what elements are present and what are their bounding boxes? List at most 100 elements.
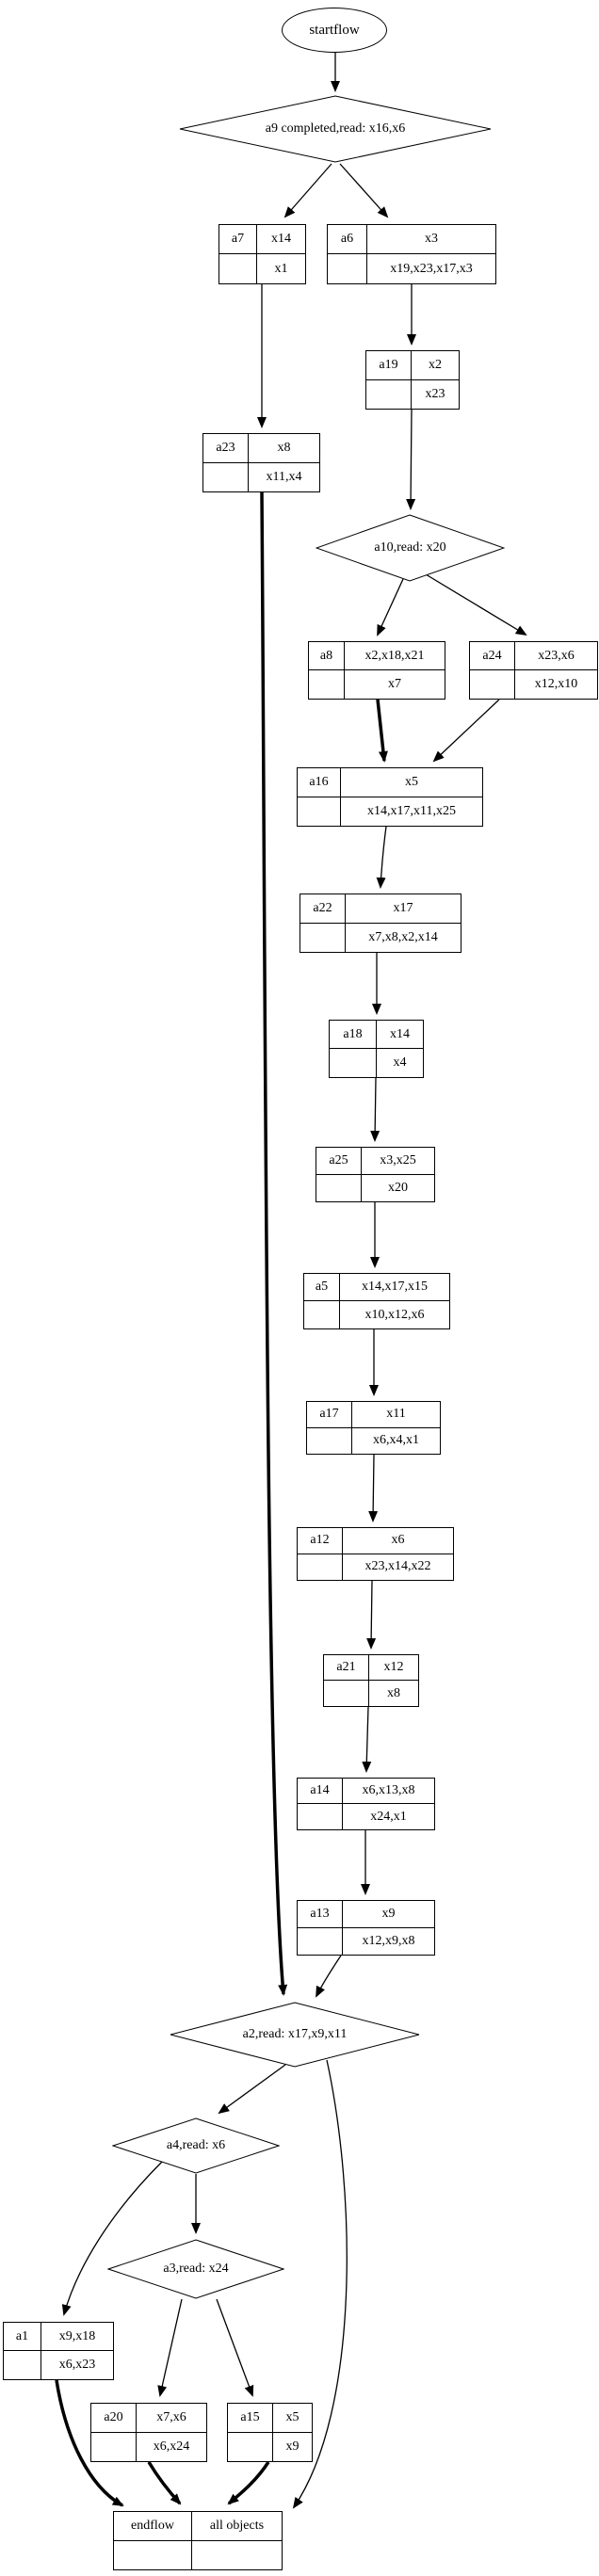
node-a20: a20 x7,x6 x6,x24 <box>90 2403 207 2462</box>
node-a12: a12 x6 x23,x14,x22 <box>297 1527 454 1581</box>
edge-a9-a7 <box>283 163 332 218</box>
node-a17: a17 x11 x6,x4,x1 <box>306 1401 441 1455</box>
node-a6-write-set: x19,x23,x17,x3 <box>390 261 473 276</box>
node-a13: a13 x9 x12,x9,x8 <box>297 1900 435 1956</box>
node-a23-write-set: x11,x4 <box>266 469 302 484</box>
node-a6-name: a6 <box>328 225 367 254</box>
node-a22: a22 x17 x7,x8,x2,x14 <box>300 894 461 953</box>
node-a22-read-set: x17 <box>346 894 461 924</box>
edge-a3-a15 <box>216 2298 254 2397</box>
diamond-shape <box>179 95 492 163</box>
node-a19-name: a19 <box>366 351 412 380</box>
node-a20-blank-cell <box>91 2432 137 2461</box>
node-a24-blank-cell <box>470 670 515 699</box>
edge-a10-a8 <box>377 578 404 636</box>
edge-a3-a20 <box>157 2298 183 2397</box>
node-a7-name: a7 <box>219 225 257 254</box>
node-a12-write-set: x23,x14,x22 <box>364 1559 431 1574</box>
node-a21: a21 x12 x8 <box>323 1654 419 1707</box>
node-a12-read-set: x6 <box>343 1528 453 1554</box>
node-a23-name: a23 <box>203 434 249 463</box>
edge-a17-a12 <box>368 1454 379 1522</box>
diamond-shape <box>107 2239 284 2299</box>
node-a18-name: a18 <box>330 1021 377 1049</box>
node-a20-read-set: x7,x6 <box>137 2404 206 2433</box>
edge-a2-a4 <box>218 2064 286 2115</box>
node-endflow-blank-cell <box>114 2540 192 2569</box>
edge-a8-a16 <box>376 699 388 763</box>
node-a25-read-set: x3,x25 <box>362 1148 434 1175</box>
node-a24-name: a24 <box>470 642 515 670</box>
edge-a16-a22 <box>376 826 387 889</box>
node-a2-label: a2,read: x17,x9,x11 <box>242 2027 348 2041</box>
edge-a12-a21 <box>366 1580 377 1650</box>
node-a13-name: a13 <box>298 1901 343 1928</box>
node-startflow: startflow <box>282 8 387 53</box>
edge-a4-a1 <box>61 2161 163 2316</box>
node-a16-write-set: x14,x17,x11,x25 <box>367 803 456 818</box>
node-a1-name: a1 <box>4 2323 41 2351</box>
node-a22-write-set: x7,x8,x2,x14 <box>368 929 438 944</box>
node-a15-write-set: x9 <box>285 2439 300 2454</box>
node-a13-read-set: x9 <box>343 1901 434 1928</box>
node-a3-label: a3,read: x24 <box>163 2262 229 2276</box>
node-a16-name: a16 <box>298 768 341 797</box>
node-a16-read-set: x5 <box>341 768 482 797</box>
node-a18-write-set: x4 <box>393 1055 407 1070</box>
node-a19: a19 x2 x23 <box>365 350 460 410</box>
node-a14-blank-cell <box>298 1804 343 1829</box>
node-endflow-blank-cell2 <box>192 2541 282 2570</box>
edge-a21-a14 <box>362 1706 372 1773</box>
node-endflow: endflow all objects <box>113 2511 283 2570</box>
edge-a1-endflow <box>55 2379 124 2507</box>
node-a12-blank-cell <box>298 1554 343 1580</box>
node-a18-blank-cell <box>330 1049 377 1077</box>
edge-a24-a16 <box>432 699 500 763</box>
node-a5-read-set: x14,x17,x15 <box>340 1274 449 1301</box>
node-a4-label: a4,read: x6 <box>166 2138 226 2152</box>
node-a23-read-set: x8 <box>249 434 319 463</box>
node-a13-blank-cell <box>298 1927 343 1955</box>
edge-a2-endflow <box>292 2059 348 2509</box>
node-a18: a18 x14 x4 <box>329 1020 424 1078</box>
node-a8-name: a8 <box>309 642 345 670</box>
node-a7-write-set: x1 <box>274 261 288 276</box>
node-a5-write-set: x10,x12,x6 <box>364 1307 425 1322</box>
node-a24-write-set: x12,x10 <box>534 677 578 691</box>
node-a15-blank-cell <box>228 2432 273 2461</box>
node-a8-blank-cell <box>309 670 345 699</box>
node-a25-write-set: x20 <box>388 1180 408 1195</box>
diamond-shape <box>112 2117 280 2174</box>
node-a15-name: a15 <box>228 2404 273 2433</box>
node-a19-write-set: x23 <box>425 386 445 401</box>
node-a21-name: a21 <box>324 1655 369 1681</box>
node-a14: a14 x6,x13,x8 x24,x1 <box>297 1778 435 1830</box>
node-a8: a8 x2,x18,x21 x7 <box>308 641 445 700</box>
node-a24: a24 x23,x6 x12,x10 <box>469 641 598 700</box>
node-a17-read-set: x11 <box>352 1402 440 1428</box>
node-a15-read-set: x5 <box>273 2404 312 2433</box>
node-a19-blank-cell <box>366 379 412 409</box>
node-a15: a15 x5 x9 <box>227 2403 313 2462</box>
node-a5-name: a5 <box>304 1274 340 1301</box>
edge-a23-a2 <box>260 491 288 1996</box>
node-a13-write-set: x12,x9,x8 <box>362 1933 415 1948</box>
node-a12-name: a12 <box>298 1528 343 1554</box>
node-a6: a6 x3 x19,x23,x17,x3 <box>327 224 496 284</box>
node-a14-name: a14 <box>298 1779 343 1804</box>
node-a21-blank-cell <box>324 1681 369 1706</box>
node-a6-blank-cell <box>328 254 367 283</box>
node-a21-read-set: x12 <box>369 1655 418 1681</box>
node-endflow-all-objects: all objects <box>192 2512 282 2541</box>
node-a22-name: a22 <box>300 894 346 924</box>
node-a7: a7 x14 x1 <box>219 224 306 284</box>
node-a23-blank-cell <box>203 462 249 491</box>
node-a25: a25 x3,x25 x20 <box>316 1147 435 1202</box>
node-a19-read-set: x2 <box>412 351 459 380</box>
edge-a18-a25 <box>370 1077 380 1142</box>
edge-a9-a6 <box>339 163 389 218</box>
diamond-shape <box>170 2002 420 2068</box>
node-a23: a23 x8 x11,x4 <box>202 433 320 492</box>
node-a3: a3,read: x24 <box>107 2239 284 2299</box>
